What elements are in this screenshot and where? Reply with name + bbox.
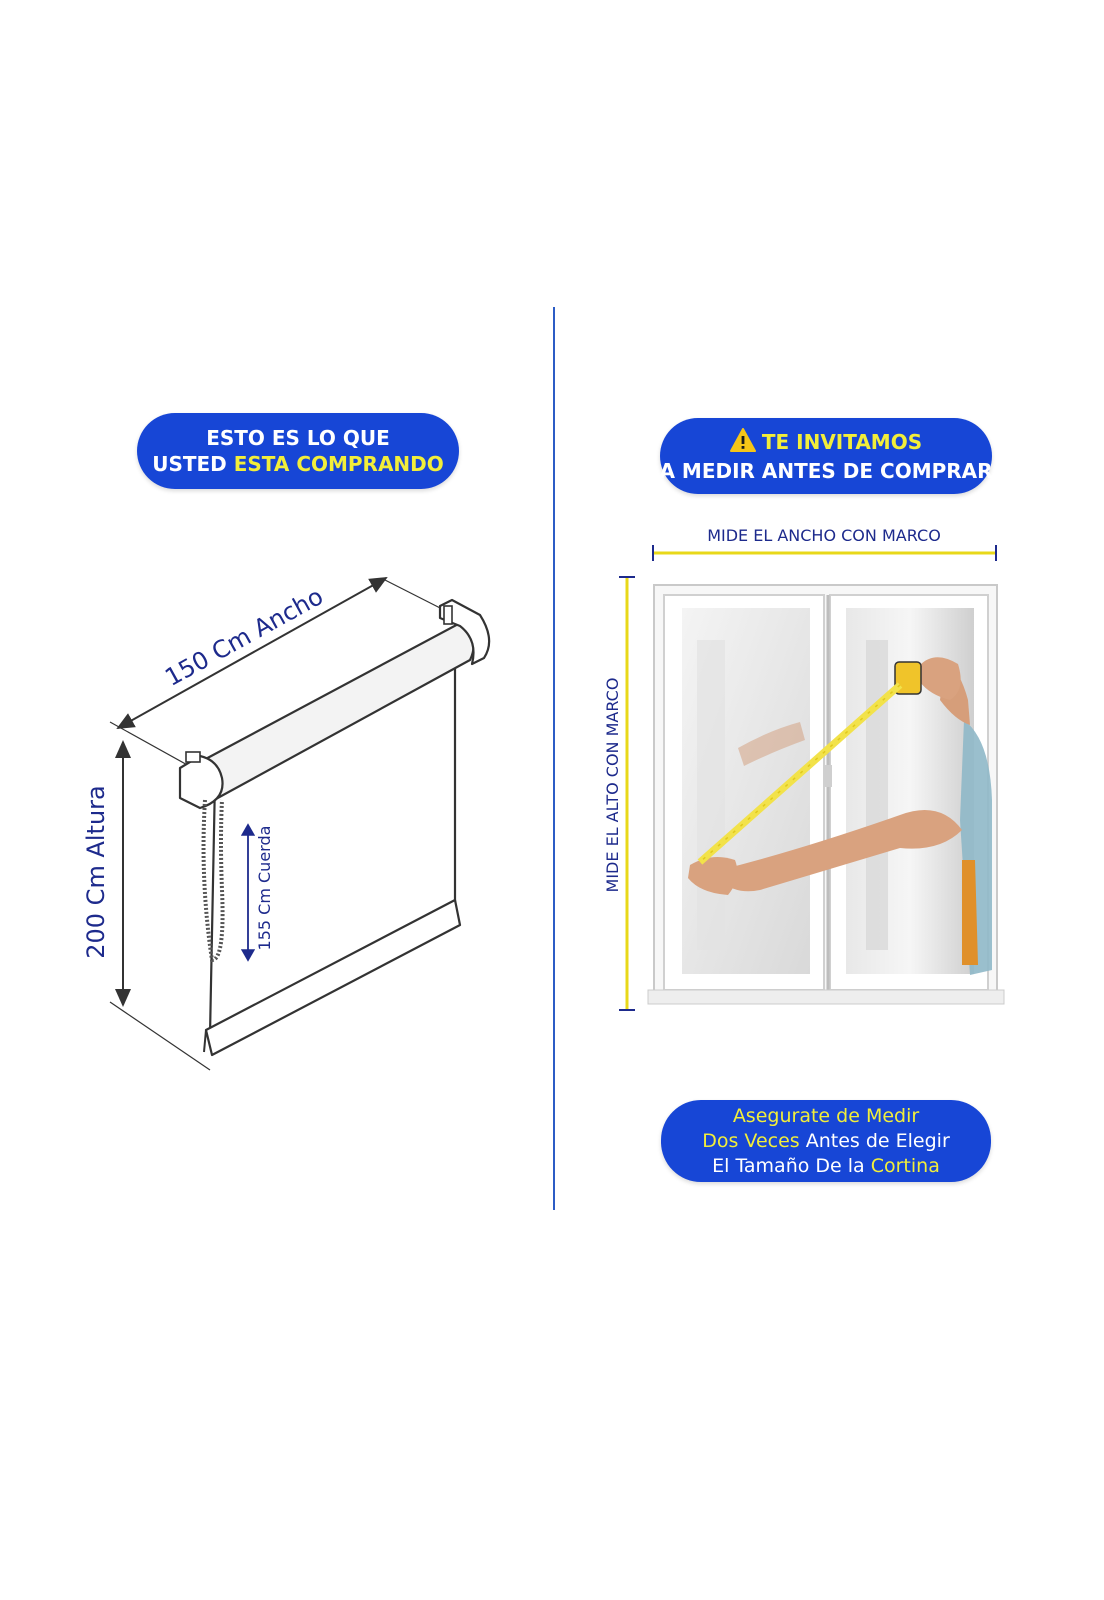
badge-line-1: Asegurate de Medir [732, 1104, 920, 1127]
bottom-rail [204, 898, 462, 1057]
height-instruction-label: MIDE EL ALTO CON MARCO [603, 678, 622, 893]
roller-blind-diagram: 150 Cm Ancho 200 Cm Altura 155 Cm Cuerda [82, 577, 491, 1071]
badge-line-3: El Tamaño De la Cortina [712, 1154, 940, 1177]
purchase-info-badge: ESTO ES LO QUE USTED ESTA COMPRANDO [137, 413, 459, 489]
measure-advice-badge: TE INVITAMOS A MEDIR ANTES DE COMPRAR [659, 418, 993, 494]
left-bracket [178, 754, 224, 810]
cord-label: 155 Cm Cuerda [255, 826, 274, 951]
warning-icon [729, 428, 756, 458]
measure-twice-badge: Asegurate de Medir Dos Veces Antes de El… [661, 1100, 991, 1182]
height-label: 200 Cm Altura [82, 785, 110, 958]
width-dimension-arrow [116, 577, 388, 729]
bead-chain [201, 799, 225, 963]
badge-line-1: TE INVITAMOS [729, 428, 922, 458]
badge-line-2: Dos Veces Antes de Elegir [702, 1129, 950, 1152]
width-label: 150 Cm Ancho [160, 582, 327, 692]
badge-line-2: A MEDIR ANTES DE COMPRAR [659, 459, 993, 483]
width-instruction-label: MIDE EL ANCHO CON MARCO [707, 526, 941, 545]
window-measuring-photo: MIDE EL ANCHO CON MARCO MIDE EL ALTO CON… [603, 526, 1005, 1011]
badge-line-2: USTED ESTA COMPRANDO [152, 452, 444, 476]
badge-line-1: ESTO ES LO QUE [206, 426, 390, 450]
center-divider [553, 307, 555, 1210]
